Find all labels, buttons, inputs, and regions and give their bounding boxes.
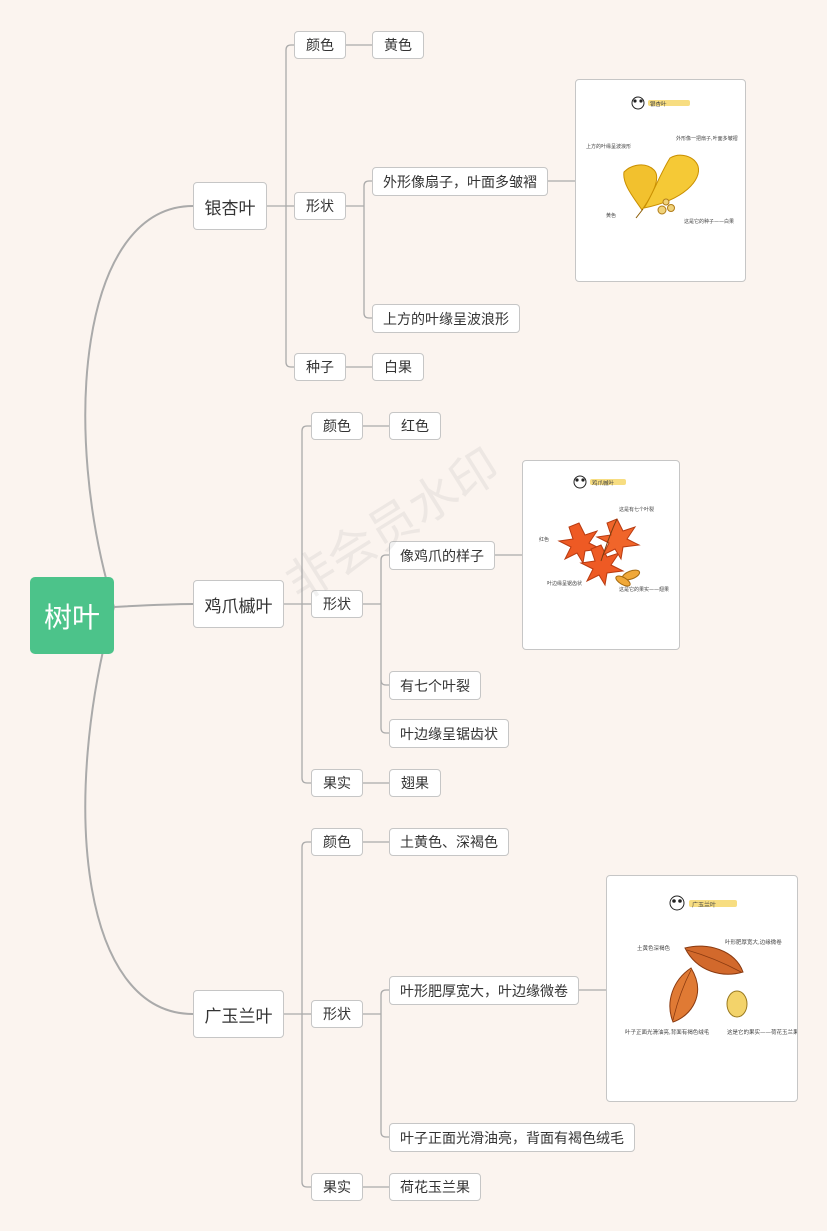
ginkgo-leaf-icon xyxy=(623,164,658,211)
attr-maple-color[interactable]: 颜色 xyxy=(311,412,363,440)
value-magnolia-color[interactable]: 土黄色、深褐色 xyxy=(389,828,509,856)
branch-label: 广玉兰叶 xyxy=(204,1006,273,1027)
value-label: 上方的叶缘呈波浪形 xyxy=(383,311,509,328)
attr-magnolia-fruit[interactable]: 果实 xyxy=(311,1173,363,1201)
connector-line xyxy=(380,1131,389,1138)
value-label: 土黄色、深褐色 xyxy=(400,835,498,851)
value-ginkgo-seed[interactable]: 白果 xyxy=(372,353,424,381)
value-maple-color[interactable]: 红色 xyxy=(389,412,441,440)
branch-label: 鸡爪槭叶 xyxy=(204,596,273,617)
value-label: 黄色 xyxy=(384,38,412,54)
value-ginkgo-shape-1[interactable]: 外形像扇子，叶面多皱褶 xyxy=(372,167,548,196)
attr-label: 果实 xyxy=(323,776,351,792)
seed-icon xyxy=(657,205,667,215)
illustration-magnolia[interactable]: 广玉兰叶 土黄色深褐色 叶形肥厚宽大,边缘微卷 叶子正面光滑油亮,背面有褐色绒毛… xyxy=(606,875,798,1102)
connector-line xyxy=(301,841,311,848)
card-note: 这是有七个叶裂 xyxy=(619,506,654,513)
illustration-ginkgo[interactable]: 银杏叶 上方的叶缘呈波浪形 外形像一把扇子,叶面多皱褶 黄色 这是它的种子——白… xyxy=(575,79,746,282)
value-magnolia-shape-2[interactable]: 叶子正面光滑油亮，背面有褐色绒毛 xyxy=(389,1123,635,1152)
connector-line xyxy=(380,989,389,996)
value-label: 翅果 xyxy=(401,776,429,792)
attr-label: 种子 xyxy=(306,360,334,376)
card-note: 土黄色深褐色 xyxy=(637,944,671,952)
connector-line xyxy=(380,727,389,734)
attr-maple-fruit[interactable]: 果实 xyxy=(311,769,363,797)
value-label: 有七个叶裂 xyxy=(400,678,470,695)
root-node[interactable]: 树叶 xyxy=(30,577,114,654)
branch-maple[interactable]: 鸡爪槭叶 xyxy=(193,580,284,628)
card-title: 银杏叶 xyxy=(650,100,667,108)
attr-ginkgo-color[interactable]: 颜色 xyxy=(294,31,346,59)
card-note: 黄色 xyxy=(606,212,616,219)
card-note: 叶形肥厚宽大,边缘微卷 xyxy=(725,938,782,946)
attr-magnolia-color[interactable]: 颜色 xyxy=(311,828,363,856)
value-magnolia-shape-1[interactable]: 叶形肥厚宽大，叶边缘微卷 xyxy=(389,976,579,1005)
card-note: 叶边缘呈锯齿状 xyxy=(547,580,582,587)
attr-magnolia-shape[interactable]: 形状 xyxy=(311,1000,363,1028)
magnolia-leaf-icon xyxy=(684,945,744,975)
card-note: 这是它的果实——荷花玉兰果 xyxy=(727,1028,798,1036)
connector-line xyxy=(285,361,294,368)
card-note: 红色 xyxy=(539,536,549,543)
connector-line xyxy=(285,44,294,51)
value-ginkgo-color[interactable]: 黄色 xyxy=(372,31,424,59)
value-label: 荷花玉兰果 xyxy=(400,1180,470,1196)
attr-label: 果实 xyxy=(323,1180,351,1196)
magnolia-fruit-icon xyxy=(726,990,748,1018)
connector-line xyxy=(380,554,389,561)
value-ginkgo-shape-2[interactable]: 上方的叶缘呈波浪形 xyxy=(372,304,520,333)
value-maple-shape-2[interactable]: 有七个叶裂 xyxy=(389,671,481,700)
attr-maple-shape[interactable]: 形状 xyxy=(311,590,363,618)
value-maple-shape-3[interactable]: 叶边缘呈锯齿状 xyxy=(389,719,509,748)
card-title: 鸡爪槭叶 xyxy=(592,479,615,487)
value-magnolia-fruit[interactable]: 荷花玉兰果 xyxy=(389,1173,481,1201)
card-note: 这是它的种子——白果 xyxy=(684,218,734,225)
attr-label: 颜色 xyxy=(323,835,351,851)
panda-icon xyxy=(573,475,587,489)
value-label: 像鸡爪的样子 xyxy=(400,548,484,565)
value-label: 白果 xyxy=(384,360,412,376)
card-note: 叶子正面光滑油亮,背面有褐色绒毛 xyxy=(625,1028,710,1036)
attr-ginkgo-shape[interactable]: 形状 xyxy=(294,192,346,220)
branch-ginkgo[interactable]: 银杏叶 xyxy=(193,182,267,230)
connector-line xyxy=(363,312,372,319)
connector-line xyxy=(301,425,311,432)
attr-label: 形状 xyxy=(323,597,351,613)
attr-label: 形状 xyxy=(306,199,334,215)
connector-line xyxy=(363,180,372,187)
connector-line xyxy=(301,1181,311,1188)
value-maple-fruit[interactable]: 翅果 xyxy=(389,769,441,797)
attr-ginkgo-seed[interactable]: 种子 xyxy=(294,353,346,381)
value-maple-shape-1[interactable]: 像鸡爪的样子 xyxy=(389,541,495,570)
attr-label: 形状 xyxy=(323,1007,351,1023)
branch-label: 银杏叶 xyxy=(204,198,256,219)
value-label: 红色 xyxy=(401,419,429,435)
maple-leaf-icon xyxy=(557,522,603,565)
connector-line xyxy=(84,205,194,608)
branch-magnolia[interactable]: 广玉兰叶 xyxy=(193,990,284,1038)
panda-icon xyxy=(631,96,645,110)
panda-icon xyxy=(669,895,685,911)
connector-line xyxy=(301,777,311,784)
attr-label: 颜色 xyxy=(323,419,351,435)
connector-line xyxy=(380,679,389,686)
card-note: 这是它的果实——翅果 xyxy=(619,586,669,593)
attr-label: 颜色 xyxy=(306,38,334,54)
value-label: 外形像扇子，叶面多皱褶 xyxy=(383,174,537,191)
card-note: 上方的叶缘呈波浪形 xyxy=(586,143,631,150)
value-label: 叶形肥厚宽大，叶边缘微卷 xyxy=(400,983,568,1000)
card-note: 外形像一把扇子,叶面多皱褶 xyxy=(676,135,738,142)
root-label: 树叶 xyxy=(43,600,100,634)
illustration-maple[interactable]: 鸡爪槭叶 这是有七个叶裂 红色 叶边缘呈锯齿状 这是它的果实——翅果 xyxy=(522,460,680,650)
value-label: 叶边缘呈锯齿状 xyxy=(400,726,498,743)
value-label: 叶子正面光滑油亮，背面有褐色绒毛 xyxy=(400,1130,624,1147)
connector-line xyxy=(84,606,194,1015)
connector-line xyxy=(113,603,194,608)
card-title: 广玉兰叶 xyxy=(692,901,716,909)
